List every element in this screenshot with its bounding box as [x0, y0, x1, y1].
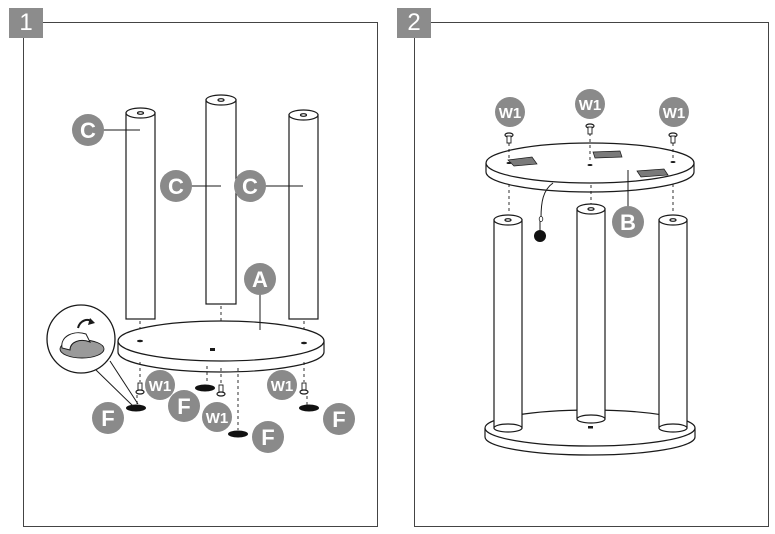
svg-text:W1: W1 [149, 378, 172, 395]
svg-text:F: F [177, 394, 190, 419]
callout-w1-right: W1 [267, 370, 297, 400]
assembled-base-plate [484, 409, 696, 456]
screw-w1-top-left [504, 132, 514, 144]
callout-w1-middle: W1 [202, 402, 232, 432]
callout-f-4: F [323, 403, 355, 435]
svg-text:B: B [620, 210, 636, 235]
leg-tube-middle [205, 94, 237, 305]
callout-w1-top-left: W1 [495, 97, 525, 127]
callout-w1-left: W1 [145, 370, 175, 400]
svg-text:W1: W1 [206, 410, 229, 427]
callout-f-2: F [168, 390, 200, 422]
screw-w1-top-middle [585, 123, 595, 135]
step-1-number: 1 [9, 8, 43, 38]
svg-text:A: A [252, 267, 268, 292]
callout-w1-top-middle: W1 [575, 89, 605, 119]
svg-text:W1: W1 [579, 97, 602, 114]
felt-pad-2 [195, 384, 215, 392]
screw-w1-left [135, 362, 145, 395]
svg-text:F: F [261, 425, 274, 450]
screw-w1-middle [216, 368, 226, 397]
svg-text:W1: W1 [499, 105, 522, 122]
felt-pad-4 [299, 404, 319, 412]
callout-w1-top-right: W1 [659, 97, 689, 127]
svg-text:W1: W1 [663, 105, 686, 122]
step-2-number: 2 [397, 8, 431, 38]
svg-text:F: F [101, 406, 114, 431]
assembled-leg-left [493, 214, 523, 433]
svg-text:F: F [332, 407, 345, 432]
callout-c-1: C [72, 114, 104, 146]
felt-pad-3 [228, 430, 248, 438]
callout-a: A [244, 263, 276, 295]
svg-text:C: C [242, 174, 258, 199]
callout-f-1: F [92, 402, 124, 434]
cable-weight [534, 182, 554, 242]
peel-pad-detail-inset [46, 304, 139, 407]
felt-pad-1 [126, 404, 146, 412]
callout-c-2: C [160, 170, 192, 202]
svg-text:W1: W1 [271, 378, 294, 395]
screw-w1-right [299, 362, 309, 395]
callout-b: B [612, 206, 644, 238]
step-1-panel [23, 22, 378, 527]
svg-text:C: C [80, 118, 96, 143]
leg-tube-right [288, 109, 319, 320]
assembled-leg-right [658, 214, 688, 433]
base-plate-a [117, 320, 325, 373]
leg-tube-left [125, 107, 156, 320]
svg-text:C: C [168, 174, 184, 199]
assembled-leg-middle [576, 203, 606, 424]
callout-f-3: F [252, 421, 284, 453]
callout-c-3: C [234, 170, 266, 202]
screw-w1-top-right [668, 132, 678, 144]
top-plate-b [485, 142, 695, 193]
